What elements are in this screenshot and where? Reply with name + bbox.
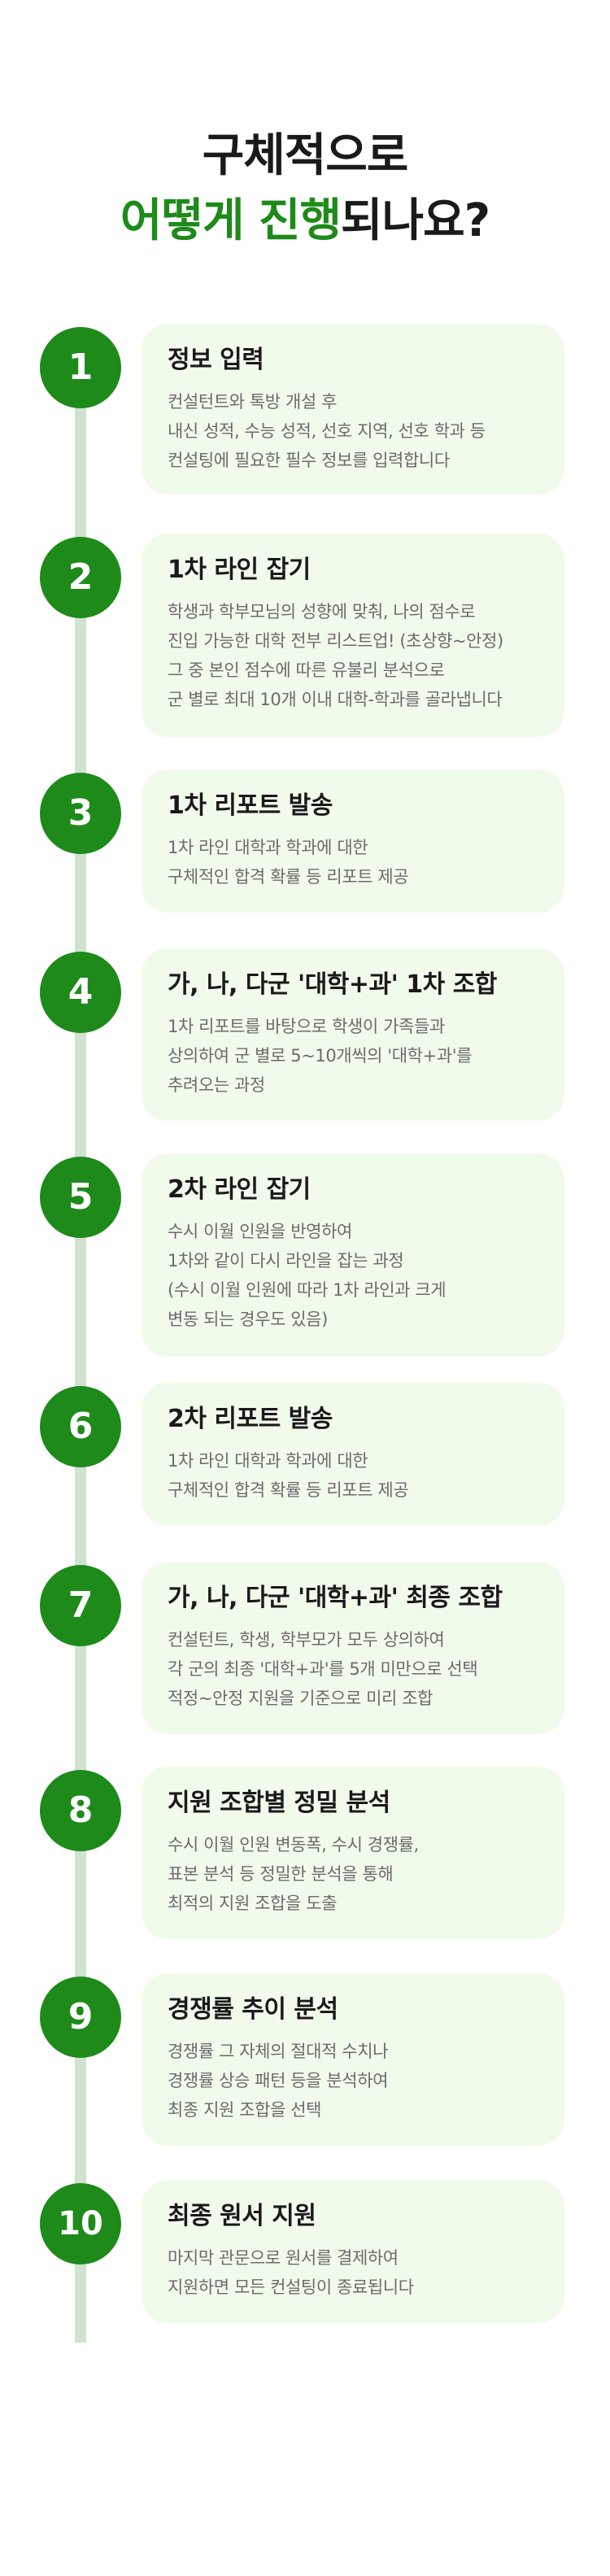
step-description-line: 1차 리포트를 바탕으로 학생이 가족들과 xyxy=(168,1017,445,1036)
step-description-line: 컨설턴트와 톡방 개설 후 xyxy=(168,392,338,412)
step-description-line: 진입 가능한 대학 전부 리스트업! (초상향~안정) xyxy=(168,631,503,651)
step-title: 가, 나, 다군 '대학+과' 최종 조합 xyxy=(168,1584,503,1612)
step-title: 경쟁률 추이 분석 xyxy=(168,1995,338,2024)
step-description-line: 추려오는 과정 xyxy=(168,1075,265,1095)
step-title: 가, 나, 다군 '대학+과' 1차 조합 xyxy=(168,970,497,999)
step-description-line: 경쟁률 상승 패턴 등을 분석하여 xyxy=(168,2071,389,2090)
step-description-line: 최종 지원 조합을 선택 xyxy=(168,2100,322,2120)
step-number-badge: 2 xyxy=(40,537,121,618)
step-number-badge: 4 xyxy=(40,952,121,1033)
step-description-line: 구체적인 합격 확률 등 리포트 제공 xyxy=(168,1480,409,1500)
step-description-line: 표본 분석 등 정밀한 분석을 통해 xyxy=(168,1864,394,1884)
step-card: 가, 나, 다군 '대학+과' 1차 조합 1차 리포트를 바탕으로 학생이 가족… xyxy=(142,948,564,1121)
step-number-badge: 9 xyxy=(40,1977,121,2058)
step-description-line: 군 별로 최대 10개 이내 대학-학과를 골라냅니다 xyxy=(168,690,503,709)
step-description-line: 1차 라인 대학과 학과에 대한 xyxy=(168,838,368,857)
step-description-line: 컨설팅에 필요한 필수 정보를 입력합니다 xyxy=(168,451,450,470)
step-description-line: 경쟁률 그 자체의 절대적 수치나 xyxy=(168,2042,389,2061)
step-description-line: 내신 성적, 수능 성적, 선호 지역, 선호 학과 등 xyxy=(168,421,486,441)
step-number-badge: 7 xyxy=(40,1565,121,1646)
step-number-badge: 1 xyxy=(40,327,121,408)
step-description-line: 구체적인 합격 확률 등 리포트 제공 xyxy=(168,867,409,887)
page-title-line1: 구체적으로 xyxy=(202,129,409,182)
step-description-line: 적정~안정 지원을 기준으로 미리 조합 xyxy=(168,1689,434,1708)
step-description-line: 1차와 같이 다시 라인을 잡는 과정 xyxy=(168,1251,404,1271)
step-description-line: 그 중 본인 점수에 따른 유불리 분석으로 xyxy=(168,660,445,680)
step-description-line: 수시 이월 인원 변동폭, 수시 경쟁률, xyxy=(168,1835,419,1855)
step-description-line: 각 군의 최종 '대학+과'를 5개 미만으로 선택 xyxy=(168,1659,478,1679)
step-description-line: 변동 되는 경우도 있음) xyxy=(168,1310,328,1329)
step-description-line: 최적의 지원 조합을 도출 xyxy=(168,1894,338,1913)
step-description-line: 수시 이월 인원을 반영하여 xyxy=(168,1222,352,1241)
page-title-rest: 되나요? xyxy=(341,194,490,247)
step-description-line: (수시 이월 인원에 따라 1차 라인과 크게 xyxy=(168,1280,447,1300)
page-title-line2: 어떻게 진행되나요? xyxy=(0,189,610,254)
step-description-line: 지원하면 모든 컨설팅이 종료됩니다 xyxy=(168,2277,414,2297)
step-title: 최종 원서 지원 xyxy=(168,2202,316,2230)
step-title: 지원 조합별 정밀 분석 xyxy=(168,1789,390,1817)
step-description-line: 상의하여 군 별로 5~10개씩의 '대학+과'를 xyxy=(168,1046,472,1066)
step-number-badge: 10 xyxy=(40,2183,121,2264)
page-title-highlight: 어떻게 진행 xyxy=(120,194,342,247)
step-description-line: 1차 라인 대학과 학과에 대한 xyxy=(168,1451,368,1471)
step-title: 2차 라인 잡기 xyxy=(168,1175,311,1204)
step-title: 2차 리포트 발송 xyxy=(168,1405,333,1433)
step-number-badge: 8 xyxy=(40,1770,121,1851)
step-description-line: 컨설턴트, 학생, 학부모가 모두 상의하여 xyxy=(168,1630,445,1650)
step-number-badge: 3 xyxy=(40,773,121,854)
step-description-line: 마지막 관문으로 원서를 결제하여 xyxy=(168,2248,399,2268)
step-number-badge: 5 xyxy=(40,1157,121,1238)
step-title: 정보 입력 xyxy=(168,346,264,374)
step-title: 1차 리포트 발송 xyxy=(168,791,333,820)
step-description-line: 학생과 학부모님의 성향에 맞춰, 나의 점수로 xyxy=(168,602,476,621)
step-title: 1차 라인 잡기 xyxy=(168,556,311,584)
step-number-badge: 6 xyxy=(40,1386,121,1467)
